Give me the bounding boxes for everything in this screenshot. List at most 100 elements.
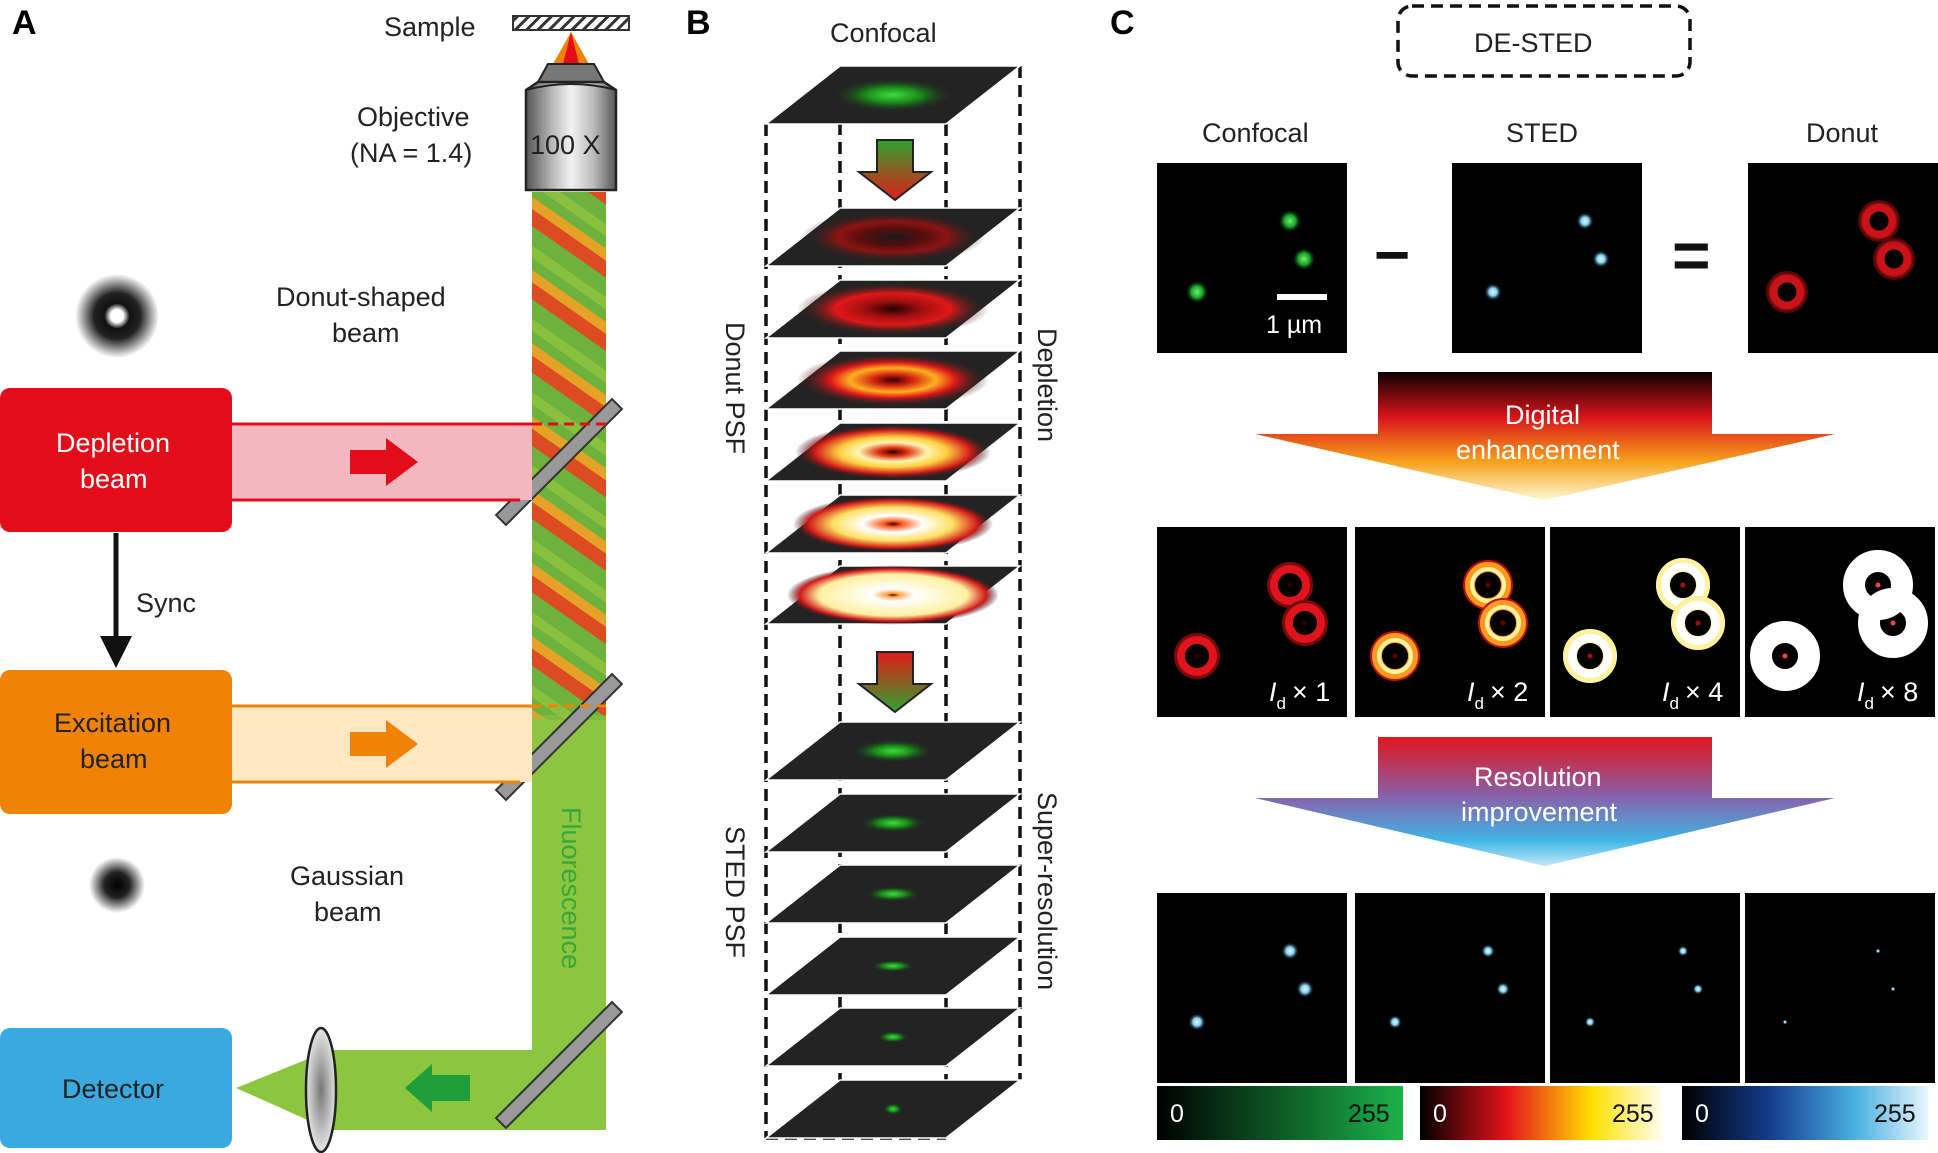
psf-layer — [763, 936, 1023, 996]
excitation-label-2: beam — [80, 744, 148, 774]
psf-layer — [763, 422, 1023, 482]
de-sted-result-row — [1157, 893, 1935, 1083]
panel-c-letter: C — [1110, 4, 1135, 42]
depletion-label-1: Depletion — [56, 428, 170, 458]
colorbar-hot-min: 0 — [1433, 1100, 1447, 1128]
enhanced-donut-spot — [1750, 621, 1820, 691]
colorbar-blue-max: 255 — [1874, 1100, 1916, 1128]
result-spot — [1782, 1019, 1788, 1025]
fold-mirror-bottom — [494, 1000, 624, 1130]
donut-profile-icon — [75, 274, 159, 358]
psf-layer — [763, 721, 1023, 781]
depletion-side-label: Depletion — [1032, 328, 1062, 442]
colorbar-blue-min: 0 — [1695, 1100, 1709, 1128]
psf-layer — [763, 864, 1023, 924]
result-spot — [1692, 983, 1704, 995]
sted-psf-label: STED PSF — [720, 826, 750, 958]
super-resolution-label: Super-resolution — [1032, 792, 1062, 990]
donut-image — [1748, 163, 1938, 353]
psf-layer — [763, 1079, 1023, 1139]
result-spot — [1188, 1013, 1206, 1031]
colorbar-green-max: 255 — [1348, 1100, 1390, 1128]
depletion-arrow — [350, 438, 418, 486]
panel-b: B Confocal Donut PSF Depletion STED PSF … — [686, 4, 1062, 1140]
result-image — [1355, 893, 1545, 1083]
enhanced-image: Id× 2 — [1355, 527, 1545, 717]
digital-label-1: Digital — [1505, 400, 1580, 430]
colorbar-blue: 0 255 — [1682, 1086, 1928, 1140]
objective-lens — [536, 63, 606, 83]
psf-layer — [763, 793, 1023, 853]
gaussian-label-1: Gaussian — [290, 861, 404, 891]
enhanced-donut-spot — [1174, 633, 1220, 679]
result-image — [1550, 893, 1740, 1083]
donut-spot — [1766, 271, 1808, 313]
psf-layer — [763, 65, 1023, 125]
result-spot — [1481, 944, 1495, 958]
result-spot — [1296, 980, 1314, 998]
objective-magnification: 100 X — [530, 130, 601, 160]
colorbar-green-min: 0 — [1170, 1100, 1184, 1128]
enhanced-donut-spot — [1478, 598, 1528, 648]
enhanced-image: Id× 4 — [1550, 527, 1740, 717]
resolution-improvement-arrow — [1255, 737, 1835, 866]
depletion-box — [0, 388, 232, 532]
de-sted-label: DE-STED — [1474, 28, 1593, 58]
psf-layer — [763, 494, 1023, 554]
result-spot — [1496, 982, 1510, 996]
objective-na: (NA = 1.4) — [350, 138, 472, 168]
colorbar-hot: 0 255 — [1420, 1086, 1666, 1140]
result-spot — [1281, 942, 1299, 960]
donut-spot — [1873, 238, 1915, 280]
enhanced-donut-spot — [1370, 631, 1420, 681]
psf-layer — [763, 1007, 1023, 1067]
enhanced-donut-spot — [1282, 600, 1328, 646]
id-factor-label: Id× 2 — [1467, 677, 1528, 713]
result-image — [1157, 893, 1347, 1083]
donut-psf-label: Donut PSF — [720, 322, 750, 454]
result-spot — [1890, 986, 1896, 992]
sted-image — [1452, 163, 1642, 353]
scale-bar-label: 1 µm — [1266, 311, 1322, 339]
result-spot — [1677, 945, 1689, 957]
gaussian-label-2: beam — [314, 897, 382, 927]
sample-label: Sample — [384, 12, 476, 42]
psf-arrow-red-to-green — [856, 651, 934, 714]
resolution-label-1: Resolution — [1474, 762, 1602, 792]
confocal-image: 1 µm — [1157, 163, 1347, 353]
panel-a: A Sample Objective (NA = 1.4) 100 X Fluo… — [0, 4, 630, 1153]
equals-sign: = — [1672, 218, 1711, 292]
excitation-arrow — [350, 720, 418, 768]
digital-label-2: enhancement — [1456, 435, 1620, 465]
objective-label: Objective — [357, 102, 470, 132]
collection-lens — [304, 1026, 338, 1153]
colorbar-green: 0 255 — [1157, 1086, 1403, 1140]
psf-arrow-green-to-red — [856, 139, 934, 202]
col-confocal-label: Confocal — [1202, 118, 1309, 148]
donut-beam-label-2: beam — [332, 318, 400, 348]
sample-slide — [512, 15, 630, 31]
enhanced-image: Id× 1 — [1157, 527, 1347, 717]
enhanced-donut-row: Id× 1 Id× 2 Id× 4 Id× 8 — [1157, 527, 1935, 717]
result-image — [1745, 893, 1935, 1083]
scale-bar — [1277, 294, 1327, 300]
panel-c: C DE-STED Confocal STED Donut 1 µm − = — [1110, 4, 1938, 1140]
enhanced-image: Id× 8 — [1745, 527, 1935, 717]
minus-sign: − — [1374, 221, 1410, 290]
resolution-label-2: improvement — [1461, 797, 1618, 827]
result-spot — [1584, 1016, 1596, 1028]
depletion-label-2: beam — [80, 464, 148, 494]
excitation-box — [0, 670, 232, 814]
panel-b-letter: B — [686, 4, 711, 42]
psf-layer — [763, 350, 1023, 410]
id-factor-label: Id× 4 — [1662, 677, 1723, 713]
digital-enhancement-arrow — [1255, 372, 1835, 500]
donut-spot — [1858, 200, 1900, 242]
panel-a-letter: A — [12, 4, 37, 42]
sync-label: Sync — [136, 588, 196, 618]
psf-layer — [763, 565, 1023, 625]
result-spot — [1875, 948, 1881, 954]
fluorescence-label: Fluorescence — [556, 807, 586, 969]
psf-layer — [763, 279, 1023, 339]
